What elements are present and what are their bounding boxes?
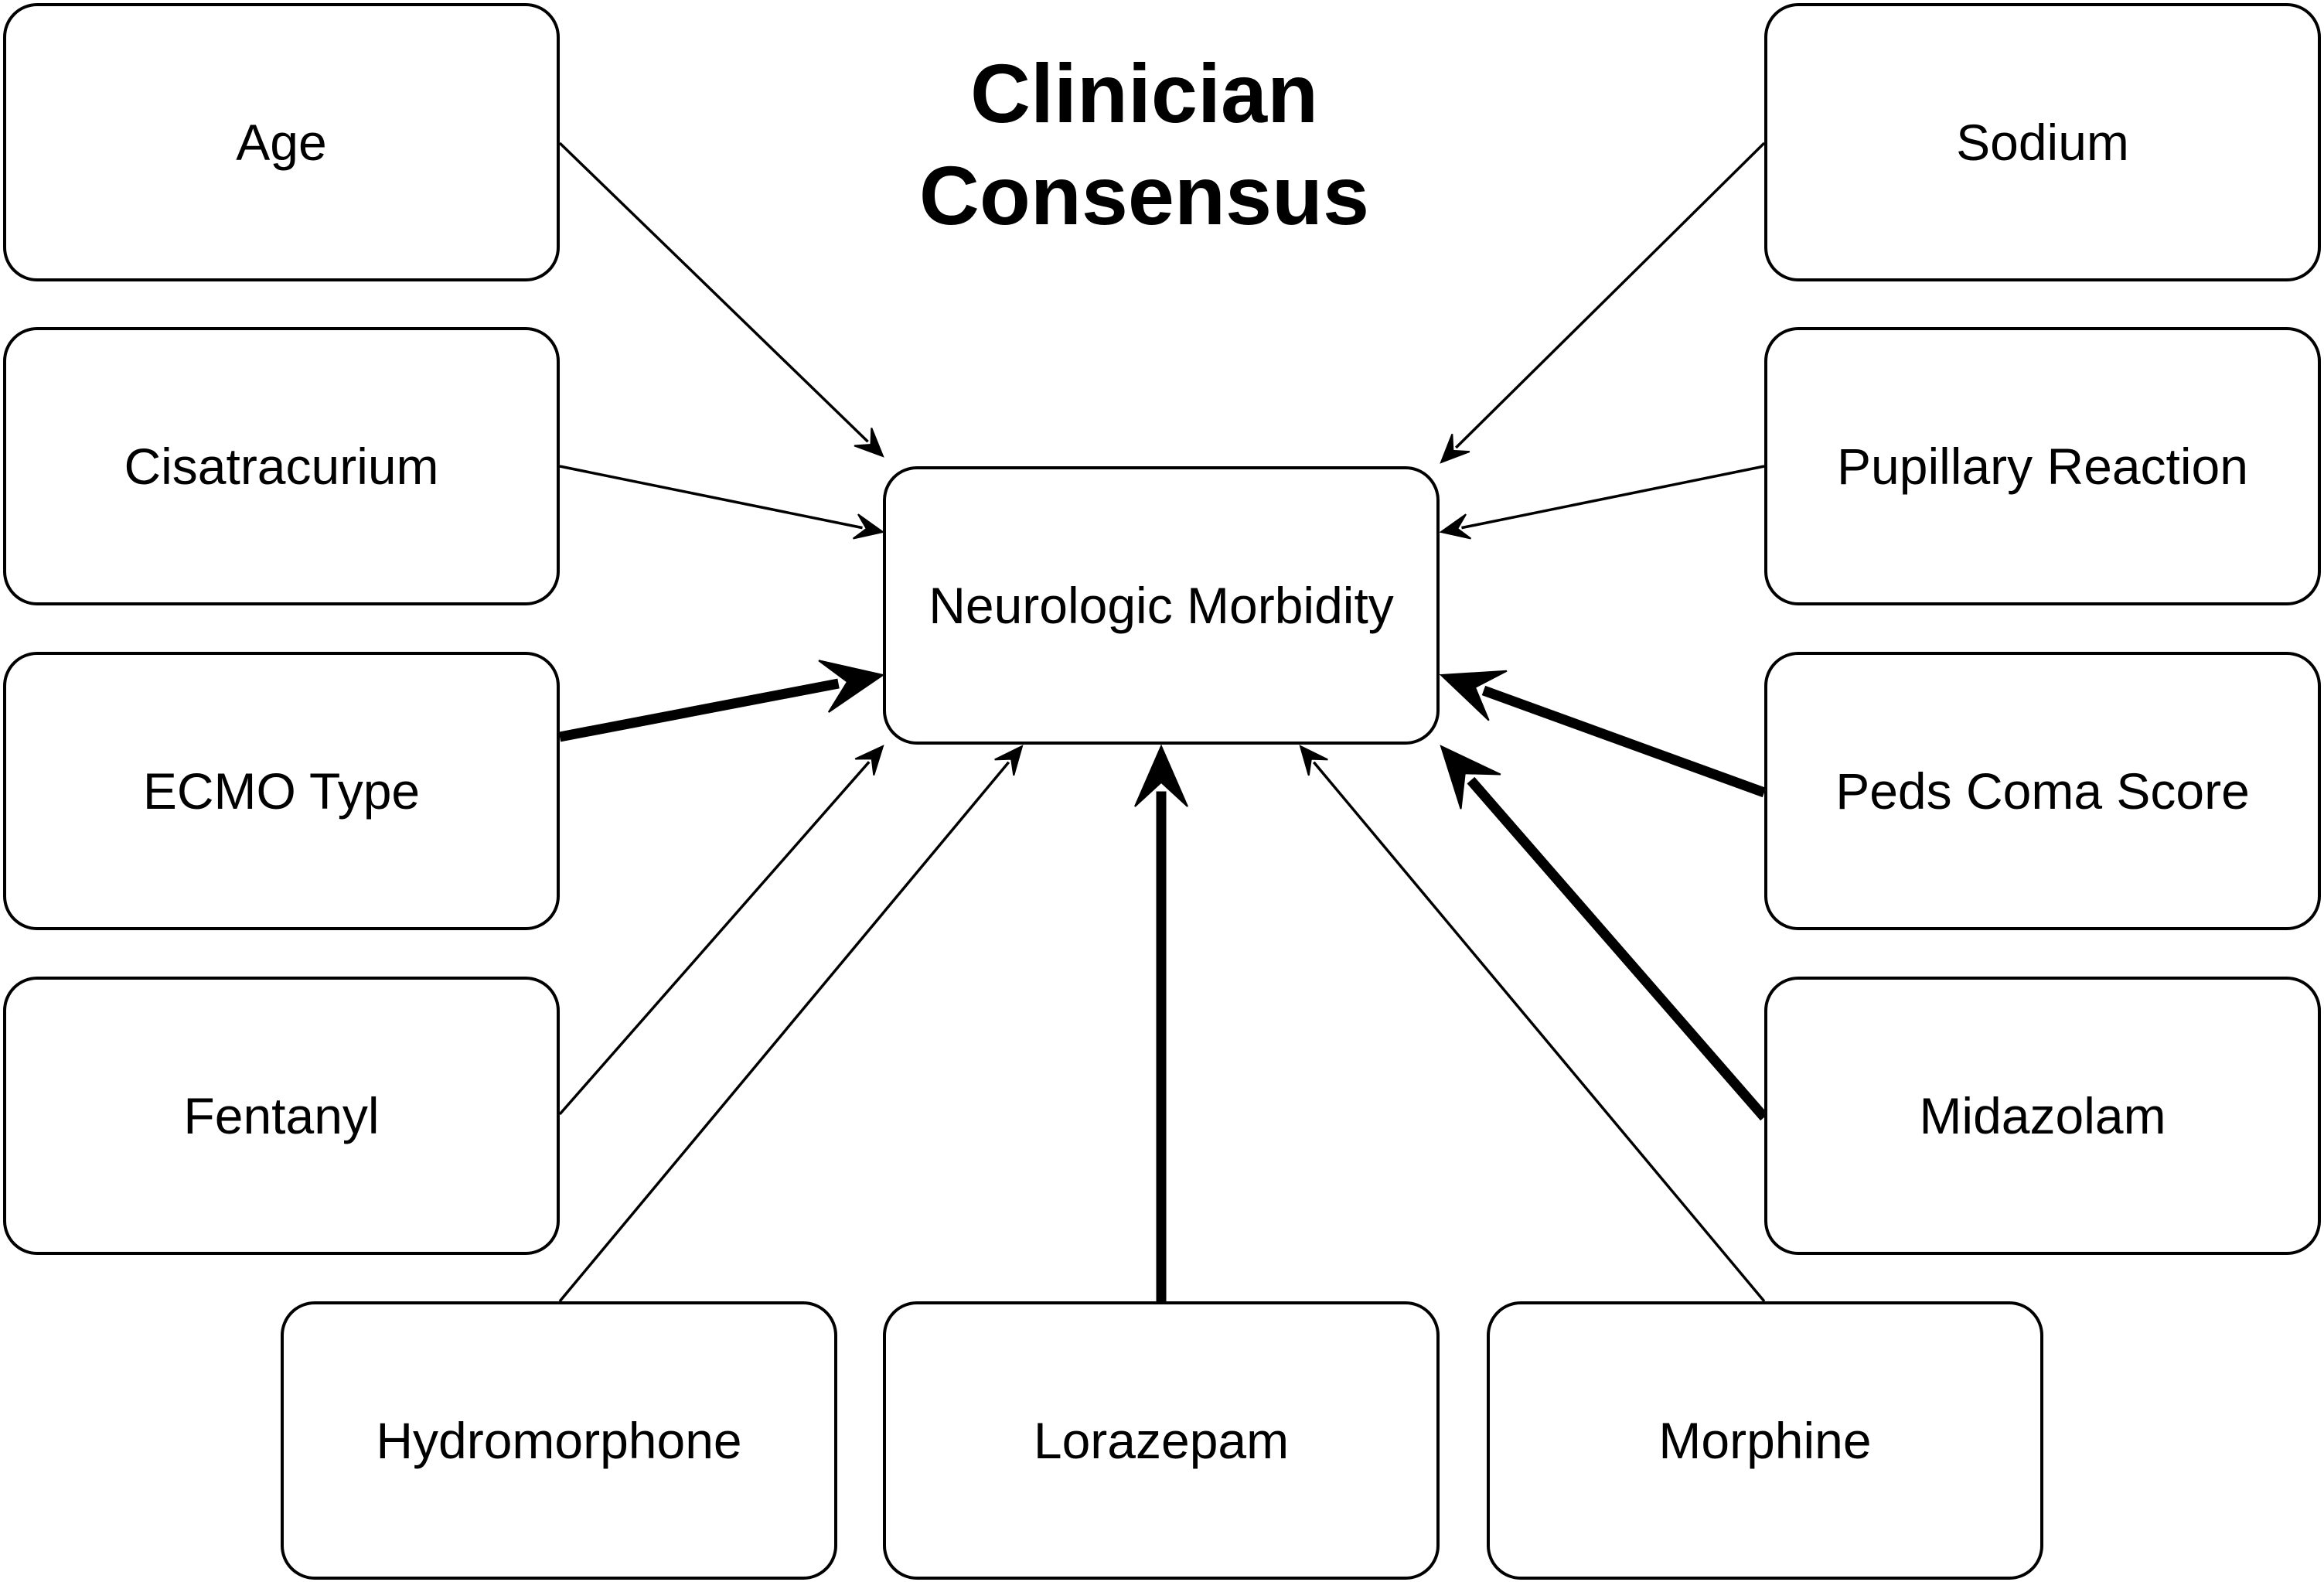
arrowhead-icon	[854, 745, 884, 776]
arrowhead-icon	[1439, 670, 1508, 721]
node-neurologic-morbidity: Neurologic Morbidity	[883, 466, 1440, 745]
node-fentanyl: Fentanyl	[3, 977, 560, 1255]
arrowhead-icon	[1134, 744, 1188, 807]
edge-line	[1467, 776, 1768, 1121]
node-label: Age	[236, 114, 327, 171]
edge-line	[558, 678, 840, 742]
edge-hydromorphone	[558, 745, 1024, 1303]
edge-lorazepam	[1134, 744, 1188, 1301]
edge-line	[1454, 141, 1766, 449]
edge-cisatracurium	[559, 465, 885, 540]
edge-line	[1461, 465, 1765, 530]
edge-morphine	[1299, 745, 1766, 1303]
edge-midazolam	[1440, 745, 1768, 1121]
node-ecmo-type: ECMO Type	[3, 652, 560, 930]
edge-line	[1481, 685, 1767, 798]
node-sodium: Sodium	[1764, 3, 2321, 281]
node-age: Age	[3, 3, 560, 281]
arrowhead-icon	[1440, 745, 1501, 810]
node-hydromorphone: Hydromorphone	[281, 1301, 837, 1580]
arrowhead-icon	[1299, 745, 1328, 776]
node-label: Morphine	[1658, 1412, 1872, 1469]
diagram-title: Clinician Consensus	[889, 43, 1399, 247]
node-label: Cisatracurium	[124, 438, 439, 495]
edge-peds-coma-score	[1439, 670, 1767, 798]
edge-sodium	[1440, 141, 1766, 464]
edge-ecmo-type	[558, 660, 885, 742]
edge-age	[558, 141, 884, 458]
node-label: Sodium	[1956, 114, 2129, 171]
node-label: Fentanyl	[183, 1087, 380, 1144]
node-midazolam: Midazolam	[1764, 977, 2321, 1255]
node-cisatracurium: Cisatracurium	[3, 327, 560, 605]
node-label: Midazolam	[1919, 1087, 2166, 1144]
edge-pupillary-reaction	[1439, 465, 1765, 540]
node-label: Lorazepam	[1033, 1412, 1290, 1469]
title-line-1: Clinician	[969, 46, 1319, 140]
node-peds-coma-score: Peds Coma Score	[1764, 652, 2321, 930]
title-line-2: Consensus	[918, 148, 1370, 242]
arrowhead-icon	[994, 745, 1024, 776]
edge-line	[559, 465, 863, 530]
arrowhead-icon	[1439, 513, 1472, 540]
edge-fentanyl	[558, 745, 884, 1116]
node-label: Peds Coma Score	[1835, 762, 2250, 820]
node-label: Pupillary Reaction	[1837, 438, 2248, 495]
arrowhead-icon	[1440, 433, 1470, 464]
node-morphine: Morphine	[1487, 1301, 2043, 1580]
edge-line	[558, 761, 871, 1116]
edge-line	[558, 141, 869, 443]
edge-line	[1312, 761, 1766, 1303]
arrowhead-icon	[818, 660, 885, 713]
arrowhead-icon	[854, 428, 884, 458]
arrowhead-icon	[852, 513, 885, 540]
node-label: Hydromorphone	[376, 1412, 742, 1469]
edge-line	[558, 761, 1010, 1303]
node-pupillary-reaction: Pupillary Reaction	[1764, 327, 2321, 605]
node-lorazepam: Lorazepam	[883, 1301, 1440, 1580]
node-label: ECMO Type	[142, 762, 421, 820]
node-label: Neurologic Morbidity	[929, 577, 1394, 634]
